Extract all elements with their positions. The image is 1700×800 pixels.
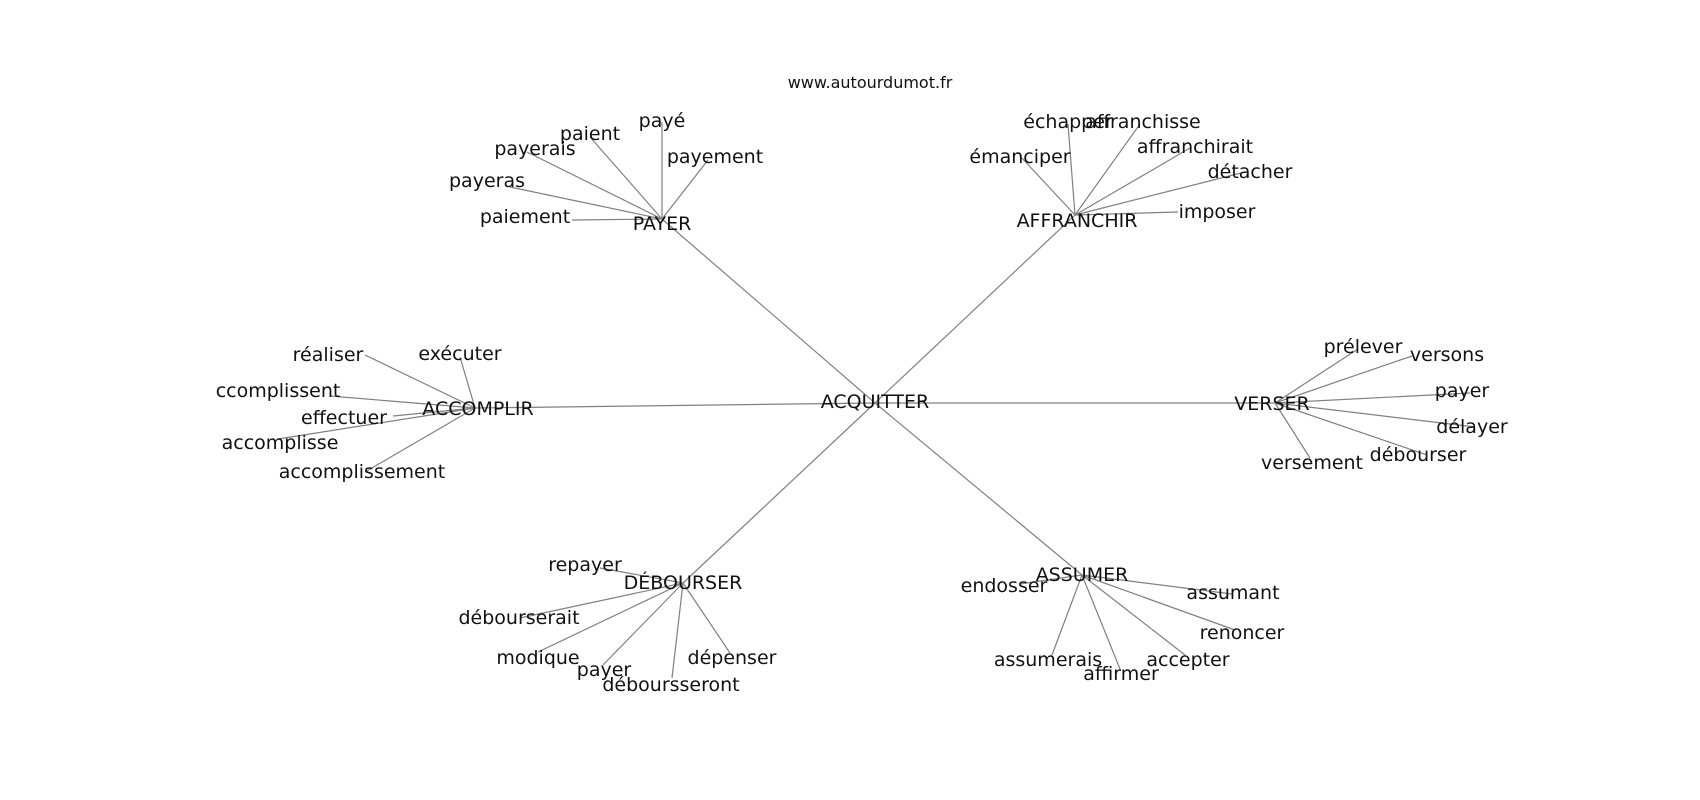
graph-labels: www.autourdumot.fr ACQUITTER paiement pay… bbox=[216, 73, 1508, 696]
leaf-word: accomplisse bbox=[222, 432, 339, 454]
leaf-word: payerais bbox=[494, 138, 575, 160]
leaf-word: accomplissement bbox=[279, 461, 445, 483]
edge-assumer-leaf bbox=[1081, 574, 1233, 595]
edge-affranchir-leaf bbox=[1074, 171, 1246, 216]
edge-debourser-leaf bbox=[671, 582, 684, 679]
edge-verser-leaf bbox=[1274, 402, 1428, 456]
leaf-word: payer bbox=[1435, 380, 1490, 402]
leaf-word: accepter bbox=[1146, 649, 1229, 671]
leaf-word: affranchisse bbox=[1085, 111, 1200, 133]
leaf-word: détacher bbox=[1208, 161, 1293, 183]
leaf-word: payé bbox=[639, 110, 686, 132]
leaf-word: modique bbox=[496, 647, 579, 669]
leaf-word: délayer bbox=[1436, 416, 1508, 438]
edge-assumer-leaf bbox=[1081, 574, 1236, 631]
edge-payer-leaf bbox=[526, 151, 663, 220]
edge-debourser-leaf bbox=[682, 582, 731, 654]
hub-word-accomplir: ACCOMPLIR bbox=[422, 398, 533, 420]
leaf-word: payeras bbox=[449, 170, 525, 192]
center-word: ACQUITTER bbox=[821, 391, 929, 413]
edge-accomplir-leaf bbox=[459, 356, 476, 409]
edge-debourser-leaf bbox=[602, 582, 684, 666]
edge-assumer-leaf bbox=[1081, 574, 1186, 656]
edge-assumer-leaf bbox=[1051, 574, 1083, 656]
edge-accomplir-leaf bbox=[364, 354, 476, 409]
leaf-word: assumant bbox=[1186, 582, 1279, 604]
edge-assumer-leaf bbox=[1019, 574, 1083, 585]
edge-accomplir-leaf bbox=[329, 395, 476, 409]
leaf-word: exécuter bbox=[418, 343, 501, 365]
leaf-word: repayer bbox=[548, 554, 622, 576]
edge-center-debourser bbox=[682, 402, 876, 584]
edge-payer-leaf bbox=[589, 136, 663, 220]
leaf-word: déboursseront bbox=[602, 674, 739, 696]
edge-debourser-leaf bbox=[599, 567, 684, 584]
leaf-word: affranchirait bbox=[1137, 136, 1253, 158]
edge-payer-leaf bbox=[509, 186, 663, 220]
hub-word-debourser: DÉBOURSER bbox=[624, 571, 743, 594]
edge-verser-leaf bbox=[1274, 402, 1476, 428]
leaf-word: payer bbox=[577, 659, 632, 681]
hub-word-payer: PAYER bbox=[633, 213, 692, 235]
edge-debourser-leaf bbox=[537, 582, 684, 653]
site-url: www.autourdumot.fr bbox=[788, 73, 953, 92]
leaf-word: ccomplissent bbox=[216, 380, 341, 402]
leaf-word: émanciper bbox=[969, 146, 1070, 168]
leaf-word: versons bbox=[1410, 344, 1484, 366]
edge-affranchir-leaf bbox=[1074, 147, 1191, 216]
edge-payer-leaf bbox=[661, 159, 709, 220]
leaf-word: affirmer bbox=[1083, 663, 1159, 685]
edge-debourser-leaf bbox=[519, 582, 684, 619]
edge-verser-leaf bbox=[1274, 355, 1413, 404]
leaf-word: paient bbox=[560, 123, 620, 145]
edge-center-accomplir bbox=[474, 402, 876, 409]
edge-assumer-leaf bbox=[1081, 574, 1121, 670]
leaf-word: endosser bbox=[961, 575, 1048, 597]
edge-center-payer bbox=[661, 218, 876, 404]
hub-word-assumer: ASSUMER bbox=[1036, 564, 1129, 586]
edge-accomplir-leaf bbox=[277, 407, 476, 440]
hub-word-affranchir: AFFRANCHIR bbox=[1017, 210, 1138, 232]
leaf-word: payement bbox=[667, 146, 763, 168]
edge-affranchir-leaf bbox=[1074, 211, 1179, 216]
edge-verser-leaf bbox=[1274, 392, 1471, 404]
edge-center-assumer bbox=[874, 402, 1083, 576]
leaf-word: versement bbox=[1261, 452, 1363, 474]
edge-payer-leaf bbox=[571, 218, 663, 221]
leaf-word: renoncer bbox=[1200, 622, 1285, 644]
edge-accomplir-leaf bbox=[392, 407, 476, 417]
hub-word-verser: VERSER bbox=[1234, 393, 1309, 415]
leaf-word: débourser bbox=[1370, 444, 1467, 466]
leaf-word: débourserait bbox=[458, 607, 579, 629]
edge-affranchir-leaf bbox=[1067, 123, 1076, 216]
leaf-word: réaliser bbox=[293, 344, 364, 366]
leaf-word: assumerais bbox=[994, 649, 1102, 671]
edge-center-affranchir bbox=[874, 214, 1076, 404]
graph-edges bbox=[277, 122, 1476, 679]
edge-affranchir-leaf bbox=[1074, 123, 1141, 216]
leaf-word: échapper bbox=[1023, 111, 1113, 133]
leaf-word: paiement bbox=[480, 206, 570, 228]
leaf-word: dépenser bbox=[688, 647, 777, 669]
leaf-word: imposer bbox=[1179, 201, 1256, 223]
edge-affranchir-leaf bbox=[1019, 155, 1076, 216]
leaf-word: prélever bbox=[1324, 336, 1403, 358]
edge-verser-leaf bbox=[1274, 402, 1311, 459]
edge-accomplir-leaf bbox=[364, 407, 476, 473]
edge-verser-leaf bbox=[1274, 348, 1359, 404]
leaf-word: effectuer bbox=[301, 407, 387, 429]
